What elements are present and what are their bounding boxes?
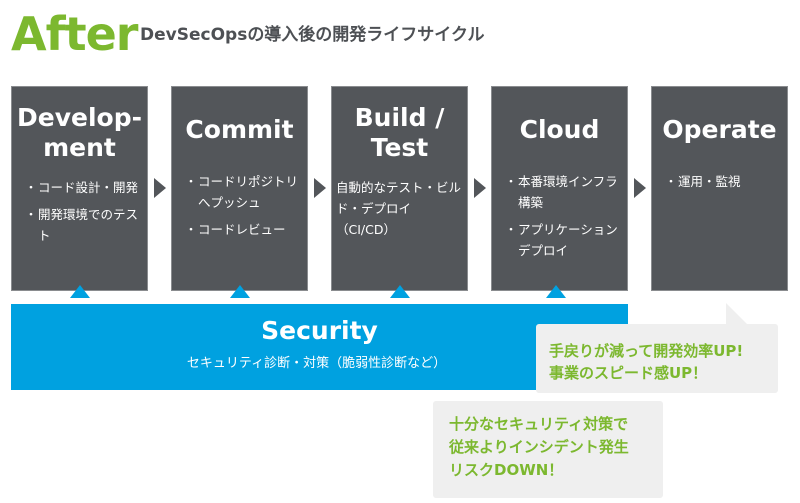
callout-efficiency: 手戻りが減って開発効率UP! 事業のスピード感UP！: [536, 324, 778, 393]
callout-risk: 十分なセキュリティ対策で 従来よりインシデント発生 リスクDOWN！: [433, 401, 663, 498]
stage-items: ・運用・監視: [664, 171, 779, 192]
stage-title-line: Operate: [662, 115, 777, 144]
stage-item: ・アプリケーションデプロイ: [504, 219, 619, 261]
stage-title-line: Build /: [354, 103, 445, 132]
stage-item-text: 開発環境でのテスト: [38, 207, 139, 243]
stage-cloud: Cloud ・本番環境インフラ構築 ・アプリケーションデプロイ: [491, 86, 628, 291]
triangle-up-icon: [230, 285, 250, 298]
stage-item: ・本番環境インフラ構築: [504, 171, 619, 213]
stage-item-text: コード設計・開発: [38, 180, 139, 195]
bullet-icon: ・: [184, 174, 198, 189]
stage-items: ・本番環境インフラ構築 ・アプリケーションデプロイ: [504, 171, 619, 261]
callout-line: 従来よりインシデント発生: [449, 438, 629, 456]
stage-title-line: Test: [370, 133, 429, 162]
stage-operate: Operate ・運用・監視: [651, 86, 788, 291]
stage-title: Build / Test: [332, 103, 467, 163]
bullet-icon: ・: [504, 174, 518, 189]
stage-items: ・コードリポジトリへプッシュ ・コードレビュー: [184, 171, 299, 240]
stage-item-text: 本番環境インフラ構築: [518, 174, 618, 210]
stage-title: Commit: [172, 115, 307, 145]
callout-line: 事業のスピード感UP！: [549, 364, 708, 382]
callout-line: リスクDOWN！: [449, 461, 564, 479]
stage-paragraph: 自動的なテスト・ビルド・デプロイ（CI/CD）: [336, 180, 462, 237]
arrow-right-icon: [474, 178, 486, 198]
stage-title: Cloud: [492, 115, 627, 145]
bullet-icon: ・: [504, 222, 518, 237]
stage-title-line: ment: [43, 133, 116, 162]
arrow-right-icon: [634, 178, 646, 198]
title-subtitle: DevSecOpsの導入後の開発ライフサイクル: [140, 25, 485, 45]
triangle-up-icon: [546, 285, 566, 298]
bullet-icon: ・: [664, 174, 678, 189]
callout-tail: [726, 303, 748, 325]
stage-title: Operate: [652, 115, 787, 145]
stage-items: ・コード設計・開発 ・開発環境でのテスト: [24, 177, 139, 246]
stage-development: Develop- ment ・コード設計・開発 ・開発環境でのテスト: [11, 86, 148, 291]
stage-item-text: コードレビュー: [198, 222, 286, 237]
bullet-icon: ・: [24, 207, 38, 222]
security-description: セキュリティ診断・対策（脆弱性診断など）: [186, 356, 447, 371]
stage-commit: Commit ・コードリポジトリへプッシュ ・コードレビュー: [171, 86, 308, 291]
stage-title-line: Commit: [185, 115, 294, 144]
bullet-icon: ・: [24, 180, 38, 195]
stage-title: Develop- ment: [12, 103, 147, 163]
stage-build-test: Build / Test 自動的なテスト・ビルド・デプロイ（CI/CD）: [331, 86, 468, 291]
title-after: After: [11, 7, 138, 61]
arrow-right-icon: [314, 178, 326, 198]
triangle-up-icon: [70, 285, 90, 298]
stage-item: ・コードレビュー: [184, 219, 299, 240]
stage-item: ・コードリポジトリへプッシュ: [184, 171, 299, 213]
callout-line: 十分なセキュリティ対策で: [449, 415, 629, 433]
stage-item-text: 運用・監視: [678, 174, 741, 189]
security-title: Security: [261, 316, 378, 345]
triangle-up-icon: [390, 285, 410, 298]
stage-title-line: Cloud: [519, 115, 600, 144]
arrow-right-icon: [154, 178, 166, 198]
callout-line: 手戻りが減って開発効率UP!: [549, 342, 744, 360]
security-band: Security セキュリティ診断・対策（脆弱性診断など）: [11, 304, 628, 390]
stage-item: ・コード設計・開発: [24, 177, 139, 198]
stage-item: ・開発環境でのテスト: [24, 204, 139, 246]
bullet-icon: ・: [184, 222, 198, 237]
stage-item-text: コードリポジトリへプッシュ: [198, 174, 299, 210]
stage-item: ・運用・監視: [664, 171, 779, 192]
stage-item-text: アプリケーションデプロイ: [518, 222, 618, 258]
stage-title-line: Develop-: [17, 103, 142, 132]
